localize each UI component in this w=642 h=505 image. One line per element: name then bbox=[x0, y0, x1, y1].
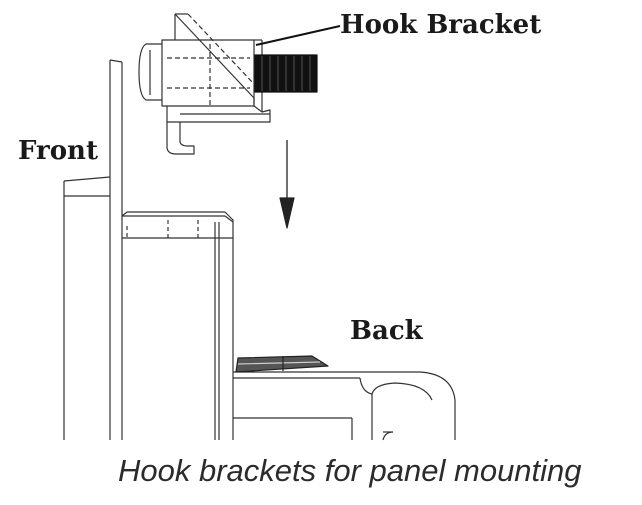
insertion-arrow bbox=[279, 140, 295, 229]
figure-caption: Hook brackets for panel mounting bbox=[118, 453, 582, 488]
instrument-housing bbox=[121, 211, 456, 441]
back-label: Back bbox=[350, 316, 423, 346]
hook-bracket-drawing bbox=[138, 13, 341, 155]
front-label: Front bbox=[18, 136, 98, 166]
panel-plate bbox=[63, 59, 123, 440]
hook-bracket-label: Hook Bracket bbox=[340, 10, 542, 40]
